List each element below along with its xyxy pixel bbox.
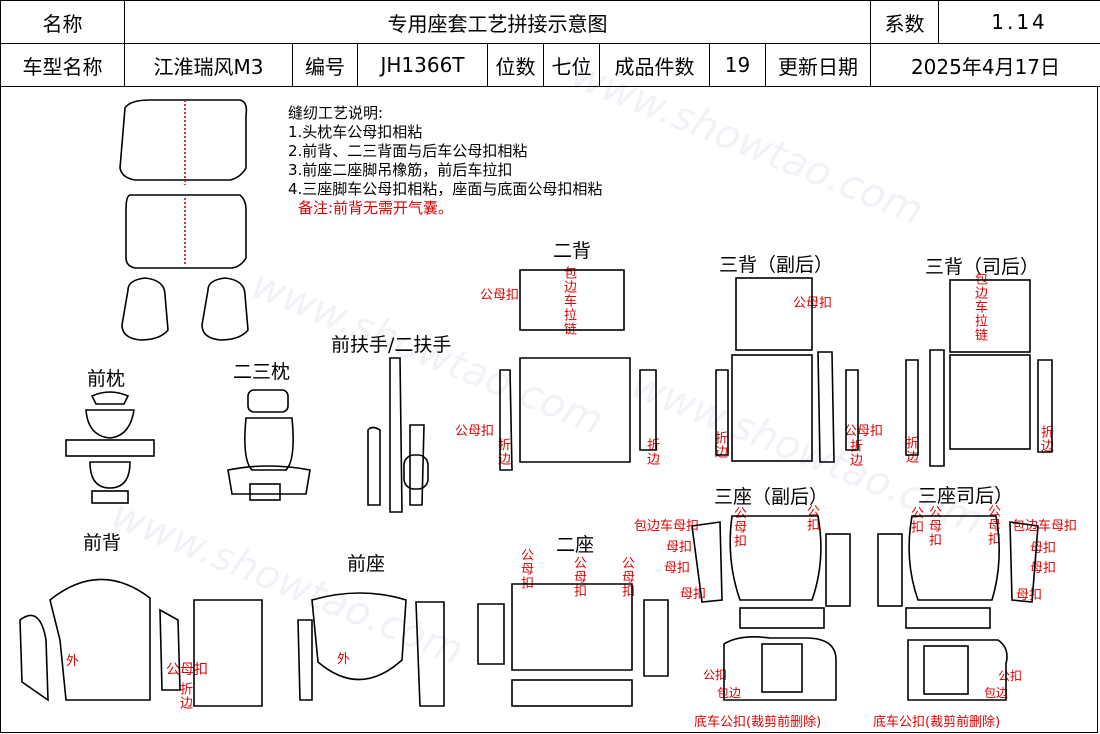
- note-item: 2.前背、二三背面与后车公母扣相粘: [288, 142, 528, 160]
- seats-label: 位数: [487, 43, 544, 87]
- model-label: 车型名称: [0, 43, 125, 87]
- pieces-label: 成品件数: [599, 43, 710, 87]
- label-second-back: 二背: [553, 240, 592, 262]
- drawing-frame: [0, 86, 1098, 733]
- sheet-title: 专用座套工艺拼接示意图: [124, 0, 871, 44]
- pieces-value: 19: [709, 43, 766, 87]
- third-seat-passenger-pieces: [691, 515, 851, 701]
- anno-bottom-note: 底车公扣(裁剪前删除): [694, 715, 822, 730]
- date-value: 2025年4月17日: [870, 43, 1100, 87]
- anno-male: 公扣: [703, 668, 728, 682]
- label-third-seat-driver: 三座司后）: [918, 485, 1014, 507]
- anno-fold-edge: 折边: [1038, 425, 1053, 453]
- anno-binding: 包边: [984, 686, 1009, 700]
- code-value: JH1366T: [357, 43, 488, 87]
- anno-male-female: 公母扣: [571, 556, 586, 598]
- date-label: 更新日期: [765, 43, 871, 87]
- anno-binding-zip: 包边车拉链: [972, 272, 987, 342]
- label-rear-headrest: 二三枕: [233, 361, 291, 383]
- label-armrest: 前扶手/二扶手: [331, 334, 452, 356]
- anno-binding-zip: 包边车拉链: [561, 266, 576, 336]
- label-second-seat: 二座: [556, 534, 595, 556]
- anno-bottom-note: 底车公扣(裁剪前删除): [873, 715, 1001, 730]
- anno-outer: 外: [337, 652, 351, 667]
- note-item: 4.三座脚车公母扣相粘，座面与底面公母扣相粘: [288, 180, 603, 198]
- anno-male-female: 公母扣: [619, 556, 634, 598]
- anno-male: 公扣: [998, 669, 1023, 683]
- anno-male-female: 公母扣: [166, 662, 208, 678]
- label-front-headrest: 前枕: [87, 368, 126, 390]
- label-third-seat-passenger: 三座（副后）: [714, 486, 829, 508]
- notes-remark: 备注:前背无需开气囊。: [298, 199, 454, 217]
- anno-male: 公扣: [908, 506, 923, 534]
- label-third-back-passenger: 三背（副后）: [719, 254, 834, 276]
- armrest-pieces: [367, 357, 429, 513]
- label-front-seat: 前座: [347, 553, 386, 575]
- rear-headrest-pieces: [227, 389, 311, 501]
- anno-male: 公扣: [804, 504, 819, 532]
- second-back-pieces: [499, 269, 657, 471]
- third-seat-driver-pieces: [877, 515, 1039, 701]
- anno-bind-male-female: 包边车母扣: [1012, 519, 1078, 534]
- front-headrest-pieces: [65, 391, 155, 504]
- note-item: 3.前座二座脚吊橡筋，前后车拉扣: [288, 161, 513, 179]
- name-label: 名称: [0, 0, 125, 44]
- header-table: 名称 专用座套工艺拼接示意图 系数 1.14 车型名称 江淮瑞风M3 编号 JH…: [0, 0, 1100, 87]
- front-seat-pieces: [297, 592, 445, 707]
- third-back-driver-pieces: [905, 279, 1053, 467]
- anno-female: 母扣: [664, 561, 691, 576]
- notes-title: 缝纫工艺说明:: [288, 104, 384, 122]
- anno-male-female: 公母扣: [518, 548, 533, 590]
- label-third-back-driver: 三背（司后）: [925, 256, 1040, 278]
- model-value: 江淮瑞风M3: [124, 43, 293, 87]
- seat-overview: [119, 99, 249, 341]
- anno-male-female: 公母扣: [480, 288, 520, 303]
- seats-value: 七位: [543, 43, 600, 87]
- process-notes: 缝纫工艺说明: 1.头枕车公母扣相粘 2.前背、二三背面与后车公母扣相粘 3.前…: [288, 104, 602, 218]
- coef-label: 系数: [870, 0, 939, 44]
- anno-female: 母扣: [680, 587, 707, 602]
- anno-fold-edge: 折边: [495, 438, 510, 466]
- anno-female: 母扣: [1030, 561, 1057, 576]
- anno-male-female: 公母扣: [985, 504, 1000, 546]
- anno-female: 母扣: [1016, 588, 1043, 603]
- anno-male-female: 公母扣: [844, 424, 884, 439]
- anno-female: 母扣: [666, 540, 693, 555]
- third-back-passenger-pieces: [715, 277, 859, 463]
- anno-bind-male-female: 包边车母扣: [634, 519, 700, 534]
- note-item: 1.头枕车公母扣相粘: [288, 123, 423, 141]
- anno-outer: 外: [66, 654, 80, 669]
- anno-binding: 包边: [717, 686, 742, 700]
- label-front-back: 前背: [83, 532, 122, 554]
- second-seat-pieces: [477, 583, 669, 707]
- front-back-pieces: [19, 578, 263, 707]
- anno-male-female: 公母扣: [455, 424, 495, 439]
- code-label: 编号: [292, 43, 358, 87]
